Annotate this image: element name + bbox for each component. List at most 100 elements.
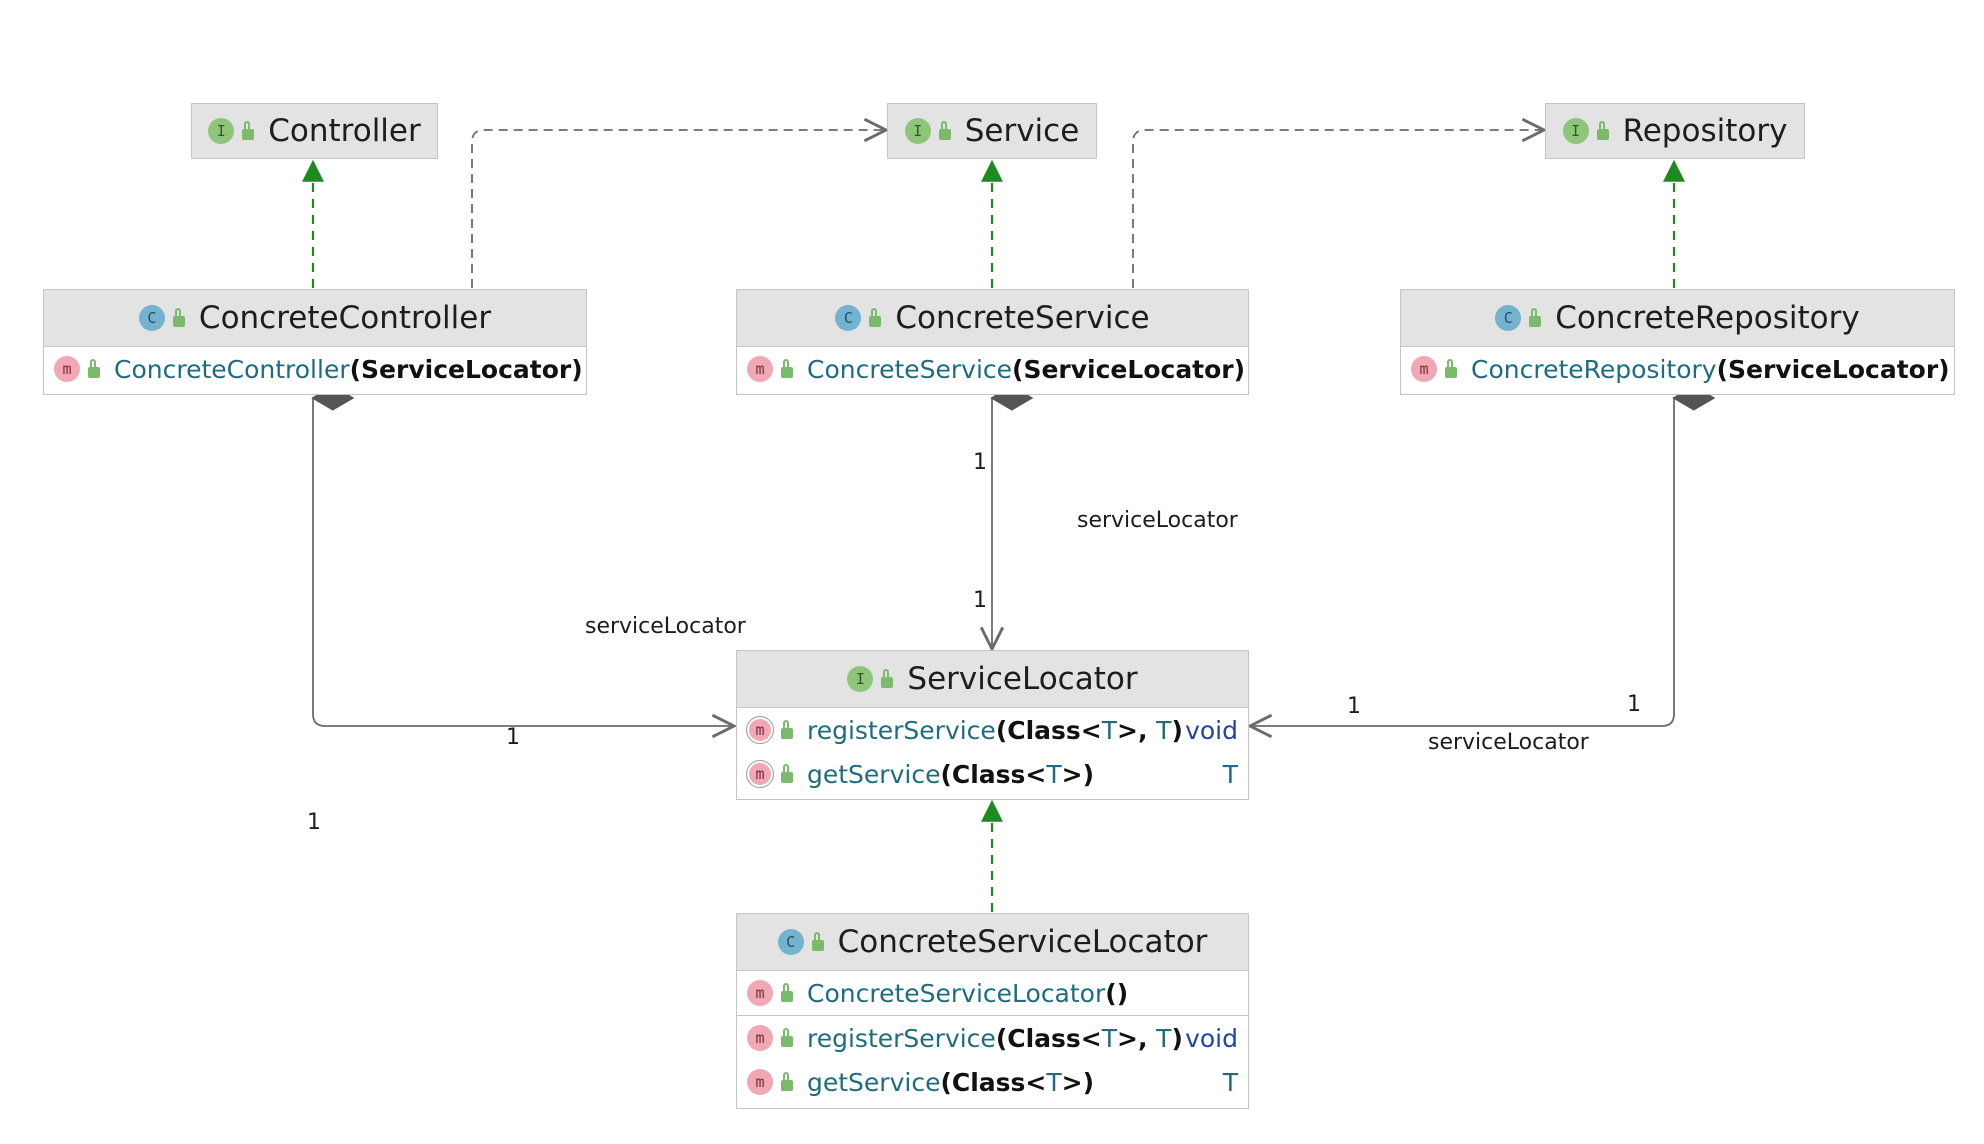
method-row[interactable]: m ConcreteRepository (ServiceLocator) [1401, 347, 1954, 391]
method-row[interactable]: m registerService (Class<T>, T) void [737, 1016, 1248, 1060]
type-var: T [1046, 759, 1062, 789]
method-params: (Class<T>, T) [996, 1024, 1183, 1053]
node-title: ConcreteController [198, 300, 492, 336]
param-part: (Class< [940, 759, 1047, 789]
interface-icon: I [847, 666, 874, 692]
public-access-icon [172, 307, 185, 327]
method-params: (ServiceLocator) [349, 354, 583, 384]
node-concrete-service-locator[interactable]: C ConcreteServiceLocator m ConcreteServi… [736, 913, 1249, 1109]
public-access-icon [869, 307, 882, 327]
section-divider [737, 1015, 1248, 1016]
node-title: ConcreteServiceLocator [837, 924, 1208, 960]
public-access-icon [242, 120, 255, 140]
node-title: Service [964, 113, 1080, 149]
method-icon: m [54, 356, 80, 382]
type-var: T [1101, 715, 1118, 745]
edge-label-repository-mult-src: 1 [1627, 692, 1641, 717]
node-concrete-controller[interactable]: C ConcreteController m ConcreteControlle… [43, 289, 587, 395]
node-title: ServiceLocator [907, 661, 1138, 697]
public-access-icon [781, 1071, 793, 1091]
edge-label-repository-mult-dst: 1 [1347, 694, 1361, 719]
method-params: (ServiceLocator) [1012, 354, 1246, 384]
public-access-icon [1529, 307, 1542, 327]
public-access-icon [1445, 358, 1457, 378]
public-access-icon [811, 931, 824, 951]
interface-icon: I [904, 118, 931, 144]
method-params: (Class<T>, T) [996, 716, 1183, 745]
method-name: ConcreteService [807, 354, 1013, 384]
node-header: C ConcreteService [737, 290, 1248, 347]
public-access-icon [781, 982, 793, 1002]
public-access-icon [781, 763, 793, 783]
edge-label-service-mult-dst: 1 [973, 588, 987, 613]
node-header: I ServiceLocator [737, 651, 1248, 708]
edge-label-service-mult-src: 1 [973, 450, 987, 475]
node-header: I Service [888, 104, 1096, 158]
return-type: T [1222, 759, 1238, 789]
method-row[interactable]: m ConcreteService (ServiceLocator) [737, 347, 1248, 391]
node-title: ConcreteService [895, 300, 1150, 336]
edge-dependency-service-repository [1132, 130, 1544, 288]
node-repository[interactable]: I Repository [1545, 103, 1805, 159]
method-params: (Class<T>) [940, 1068, 1094, 1097]
edge-label-service-role: serviceLocator [1077, 508, 1238, 533]
method-row[interactable]: m registerService (Class<T>, T) void [737, 708, 1248, 752]
type-var: T [1156, 715, 1172, 745]
public-access-icon [938, 120, 951, 140]
node-service-locator[interactable]: I ServiceLocator m registerService (Clas… [736, 650, 1249, 800]
interface-icon: I [208, 118, 235, 144]
node-controller[interactable]: I Controller [191, 103, 438, 159]
abstract-method-icon: m [746, 760, 774, 788]
method-icon: m [747, 1025, 773, 1051]
method-params: (ServiceLocator) [1716, 354, 1950, 384]
edge-label-controller-role: serviceLocator [585, 614, 746, 639]
public-access-icon [781, 358, 793, 378]
method-params: (Class<T>) [940, 760, 1094, 789]
edge-label-controller-mult-src: 1 [307, 810, 321, 835]
interface-icon: I [1562, 118, 1589, 144]
method-name: ConcreteRepository [1471, 354, 1717, 384]
node-header: C ConcreteServiceLocator [737, 914, 1248, 971]
public-access-icon [881, 668, 894, 688]
method-row[interactable]: m ConcreteController (ServiceLocator) [44, 347, 586, 391]
method-name: ConcreteController [114, 354, 350, 384]
abstract-method-icon: m [746, 716, 774, 744]
method-icon: m [747, 980, 773, 1006]
node-header: C ConcreteController [44, 290, 586, 347]
node-title: ConcreteRepository [1555, 300, 1860, 336]
method-row[interactable]: m getService (Class<T>) T [737, 1060, 1248, 1104]
node-header: I Repository [1546, 104, 1804, 158]
type-var: T [1156, 1023, 1172, 1053]
param-part: ) [1171, 1023, 1183, 1053]
node-concrete-service[interactable]: C ConcreteService m ConcreteService (Ser… [736, 289, 1249, 395]
type-var: T [1046, 1067, 1062, 1097]
method-row[interactable]: m getService (Class<T>) T [737, 752, 1248, 796]
edge-label-controller-mult-dst: 1 [506, 725, 520, 750]
return-type: T [1222, 1067, 1238, 1097]
node-service[interactable]: I Service [887, 103, 1097, 159]
return-type: void [1185, 1023, 1238, 1053]
method-icon: m [747, 1069, 773, 1095]
method-name: ConcreteServiceLocator [807, 978, 1106, 1008]
constructor-row[interactable]: m ConcreteServiceLocator () [737, 971, 1248, 1015]
param-part: ) [1171, 715, 1183, 745]
param-part: >, [1117, 715, 1157, 745]
class-icon: C [1495, 305, 1522, 331]
method-name: registerService [807, 1023, 996, 1053]
public-access-icon [781, 1027, 793, 1047]
node-concrete-repository[interactable]: C ConcreteRepository m ConcreteRepositor… [1400, 289, 1955, 395]
edge-composition-controller [313, 398, 734, 726]
param-part: (Class< [940, 1067, 1047, 1097]
method-icon: m [747, 356, 773, 382]
param-part: >, [1117, 1023, 1157, 1053]
class-icon: C [835, 305, 862, 331]
method-name: registerService [807, 715, 996, 745]
edge-dependency-controller-service [471, 130, 886, 288]
param-part: (Class< [995, 715, 1102, 745]
param-part: (Class< [995, 1023, 1102, 1053]
node-title: Repository [1622, 113, 1788, 149]
public-access-icon [88, 358, 100, 378]
edge-composition-repository [1250, 398, 1674, 726]
method-icon: m [1411, 356, 1437, 382]
